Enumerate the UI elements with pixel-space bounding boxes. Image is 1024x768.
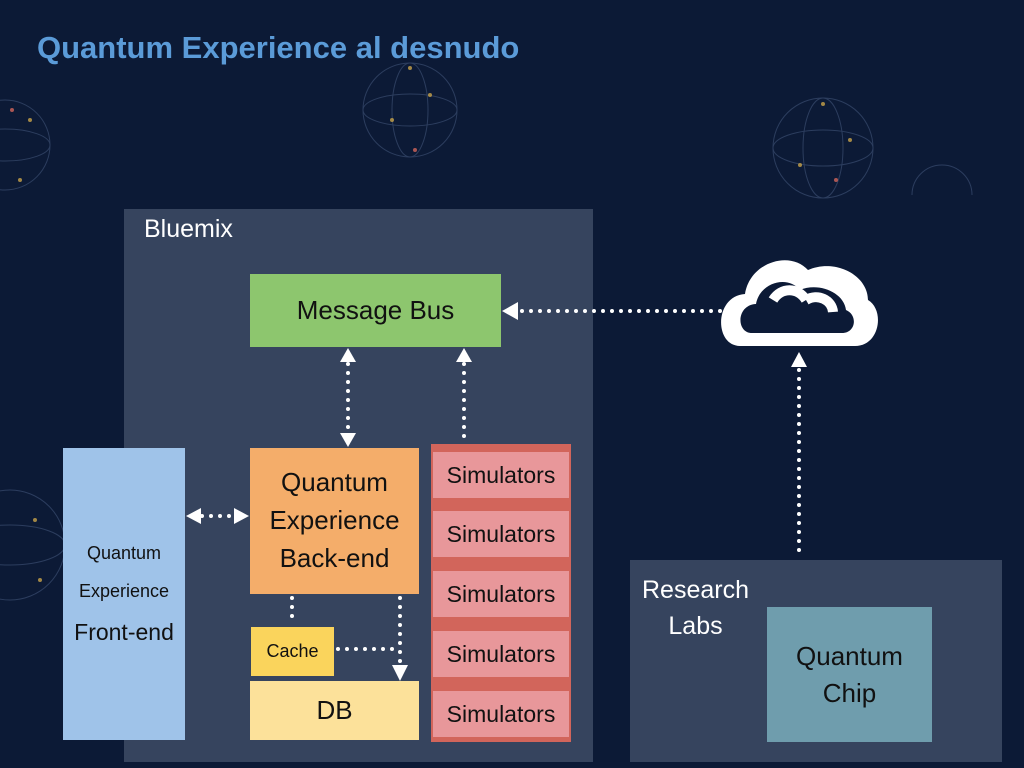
cache-box: Cache xyxy=(251,627,334,676)
cache-label: Cache xyxy=(266,641,319,661)
quantum-chip-line1: Quantum xyxy=(796,641,903,672)
bluemix-label: Bluemix xyxy=(144,215,233,243)
arrowhead xyxy=(791,352,807,367)
research-labs-line2: Labs xyxy=(668,612,723,641)
frontend-line1: Quantum xyxy=(86,543,162,563)
message-bus-box: Message Bus xyxy=(250,274,501,347)
arrowhead xyxy=(340,348,356,362)
arrowhead xyxy=(186,508,201,524)
quantum-chip-box: Quantum Chip xyxy=(767,607,932,742)
frontend-line3: Front-end xyxy=(74,619,174,645)
simulator-box: Simulators xyxy=(433,627,569,677)
arrowhead xyxy=(340,433,356,447)
db-label: DB xyxy=(316,695,353,725)
arrowhead xyxy=(502,302,518,320)
cloud-icon xyxy=(721,260,878,346)
page-title: Quantum Experience al desnudo xyxy=(37,30,520,65)
simulator-box: Simulators xyxy=(433,567,569,617)
research-labs-label: Research Labs xyxy=(642,572,749,645)
db-box: DB xyxy=(250,681,419,740)
backend-line1: Quantum xyxy=(281,467,388,498)
arrowhead xyxy=(456,348,472,362)
simulator-box: Simulators xyxy=(433,448,569,498)
frontend-box: Quantum Experience Front-end xyxy=(63,448,185,740)
backend-box: Quantum Experience Back-end xyxy=(250,448,419,594)
quantum-chip-line2: Chip xyxy=(822,677,877,708)
research-labs-line1: Research xyxy=(642,576,749,604)
simulator-box: Simulators xyxy=(433,687,569,737)
frontend-line2: Experience xyxy=(78,581,170,601)
simulator-box: Simulators xyxy=(433,507,569,557)
message-bus-label: Message Bus xyxy=(296,295,455,325)
backend-line2: Experience xyxy=(269,505,400,536)
arrowhead xyxy=(234,508,249,524)
backend-line3: Back-end xyxy=(279,542,390,573)
arrowhead xyxy=(392,665,408,681)
